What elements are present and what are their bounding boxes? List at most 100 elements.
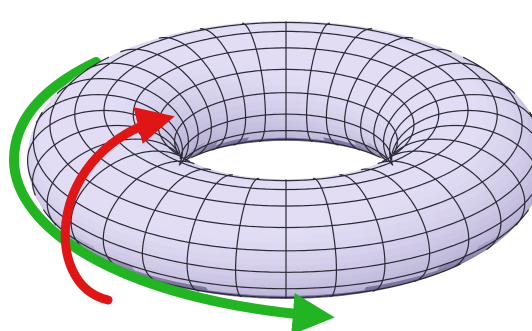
- torus-surface-patch: [275, 41, 287, 49]
- torus-surface-patch: [271, 113, 280, 122]
- torus-surface-patch: [276, 54, 287, 63]
- torus-surface-patch: [285, 277, 304, 285]
- torus-surface-patch: [306, 93, 316, 103]
- torus-surface-patch: [285, 113, 294, 121]
- torus-surface-patch: [285, 69, 295, 78]
- torus-surface-patch: [292, 92, 301, 101]
- torus-surface-patch: [292, 107, 301, 115]
- torus-surface-patch: [317, 232, 335, 243]
- torus-surface-patch: [271, 92, 280, 101]
- torus-surface-patch: [205, 229, 224, 240]
- toroidal-arrow-back-segment: [9, 57, 101, 165]
- torus-surface-patch: [285, 35, 298, 43]
- torus-surface-patch: [268, 257, 287, 266]
- torus-surface-patch: [298, 193, 313, 201]
- torus-surface-patch: [268, 264, 287, 273]
- torus-surface-patch: [285, 226, 303, 236]
- torus-surface-patch: [253, 234, 271, 244]
- torus-surface-patch: [294, 54, 306, 63]
- torus-surface-patch: [256, 93, 266, 103]
- torus-surface-patch: [278, 99, 287, 108]
- torus-surface-patch: [278, 84, 287, 94]
- torus-surface-patch: [285, 76, 295, 86]
- torus-surface-patch: [314, 210, 331, 220]
- torus-surface-patch: [285, 219, 302, 228]
- torus-surface-patch: [267, 61, 278, 71]
- torus-surface-patch: [301, 241, 320, 251]
- torus-surface-patch: [268, 277, 287, 285]
- torus-surface-patch: [293, 76, 303, 86]
- torus-surface-patch: [295, 47, 307, 56]
- torus-surface-patch: [255, 211, 272, 221]
- torus-surface-patch: [278, 119, 287, 127]
- torus-surface-patch: [268, 250, 287, 259]
- torus-surface-patch: [266, 54, 278, 63]
- torus-surface-patch: [272, 193, 287, 201]
- torus-surface-patch: [292, 113, 301, 122]
- torus-surface-patch: [456, 115, 468, 122]
- torus-surface-patch: [269, 242, 287, 252]
- torus-surface-patch: [300, 218, 318, 228]
- torus-surface-patch: [299, 120, 308, 128]
- torus-surface-patch: [302, 277, 320, 285]
- torus-surface-patch: [285, 257, 304, 266]
- torus-surface-patch: [302, 249, 320, 259]
- torus-surface-patch: [285, 250, 304, 259]
- torus-surface-patch: [264, 100, 273, 109]
- torus-surface-patch: [277, 69, 287, 78]
- torus-surface-patch: [285, 182, 298, 186]
- torus-surface-patch: [270, 219, 287, 228]
- torus-surface-patch: [278, 92, 287, 101]
- torus-surface-patch: [271, 107, 280, 115]
- torus-surface-patch: [292, 99, 301, 109]
- torus-surface-patch: [264, 120, 273, 128]
- torus-surface-patch: [300, 211, 317, 221]
- torus-surface-patch: [293, 69, 304, 78]
- torus-surface-patch: [278, 113, 287, 121]
- torus-surface-patch: [269, 226, 287, 236]
- torus-surface-patch: [271, 99, 280, 109]
- torus-surface-patch: [285, 212, 302, 221]
- torus-surface-patch: [270, 84, 280, 94]
- torus-surface-patch: [274, 35, 287, 43]
- torus-surface-patch: [259, 193, 274, 201]
- torus-surface-patch: [254, 218, 272, 228]
- torus-surface-patch: [263, 35, 276, 43]
- torus-surface-patch: [285, 107, 294, 115]
- torus-surface-patch: [270, 212, 287, 221]
- torus-surface-patch: [301, 226, 319, 236]
- torus-surface-patch: [104, 115, 116, 122]
- torus-surface-patch: [285, 54, 296, 63]
- torus-surface-patch: [285, 234, 303, 244]
- torus-surface-patch: [299, 114, 308, 122]
- torus-surface-patch: [272, 24, 287, 29]
- torus-surface-patch: [264, 114, 273, 122]
- torus-surface-patch: [292, 84, 302, 94]
- torus-surface-patch: [221, 231, 240, 242]
- torus-surface-patch: [299, 100, 308, 109]
- torus-surface-patch: [278, 125, 287, 132]
- torus-surface-patch: [302, 257, 320, 266]
- torus-surface-patch: [269, 234, 287, 244]
- torus-surface-patch: [348, 229, 367, 240]
- torus-surface-patch: [268, 271, 287, 279]
- torus-surface-patch: [263, 92, 273, 102]
- torus-surface-patch: [274, 182, 287, 186]
- torus-surface-patch: [278, 107, 287, 115]
- torus-surface-patch: [285, 47, 297, 56]
- torus-surface-patch: [265, 47, 277, 56]
- torus-surface-patch: [271, 120, 280, 127]
- torus-surface-patch: [237, 232, 255, 243]
- torus-surface-patch: [285, 271, 304, 279]
- torus-surface-patch: [285, 264, 304, 273]
- torus-surface-patch: [94, 99, 106, 106]
- torus-surface-patch: [250, 101, 259, 111]
- torus-surface-patch: [264, 107, 273, 116]
- torus-surface-patch: [285, 242, 303, 252]
- torus-surface-patch: [466, 99, 478, 106]
- torus-surface-patch: [268, 69, 279, 78]
- torus-surface-patch: [285, 99, 294, 108]
- torus-surface-patch: [296, 35, 309, 43]
- torus-surface-patch: [269, 76, 279, 86]
